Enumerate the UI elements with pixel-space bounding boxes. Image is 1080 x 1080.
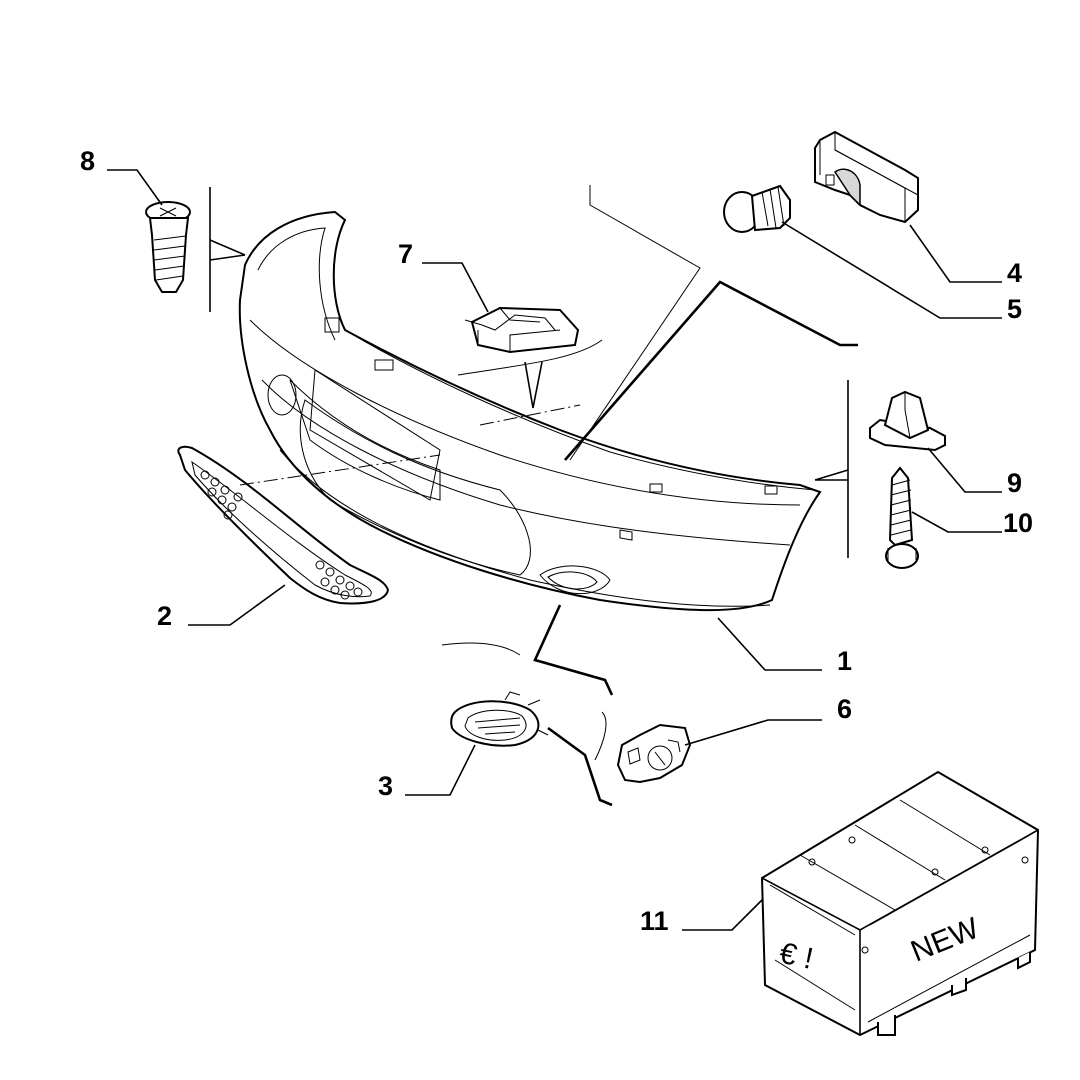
spring-clip — [464, 306, 580, 354]
callout-4: 4 — [1007, 258, 1022, 288]
callout-6: 6 — [837, 694, 852, 724]
callout-10: 10 — [1003, 508, 1033, 538]
crate-side-text: € ! — [777, 937, 816, 976]
fog-light-bracket — [616, 723, 692, 784]
lower-grille — [177, 445, 390, 605]
bumper-cover — [238, 210, 822, 612]
callout-1: 1 — [837, 646, 852, 676]
fog-light-cover — [450, 691, 549, 747]
self-tapping-screw — [885, 466, 919, 569]
callout-2: 2 — [157, 601, 172, 631]
plug-push-pin — [723, 184, 791, 233]
push-in-fastener — [145, 201, 191, 293]
callout-labels: 1 2 3 4 5 6 7 8 9 10 11 — [80, 146, 1033, 936]
callout-leaders — [107, 169, 1002, 931]
callout-9: 9 — [1007, 468, 1022, 498]
callout-8: 8 — [80, 146, 95, 176]
callout-11: 11 — [640, 906, 669, 936]
grille-mesh — [200, 470, 363, 600]
callout-3: 3 — [378, 771, 393, 801]
assembly-lines — [209, 185, 858, 807]
callout-7: 7 — [398, 239, 413, 269]
new-part-crate: € ! NEW — [760, 770, 1040, 1037]
rubber-bushing — [869, 390, 946, 452]
callout-5: 5 — [1007, 294, 1022, 324]
mounting-block — [814, 130, 919, 224]
